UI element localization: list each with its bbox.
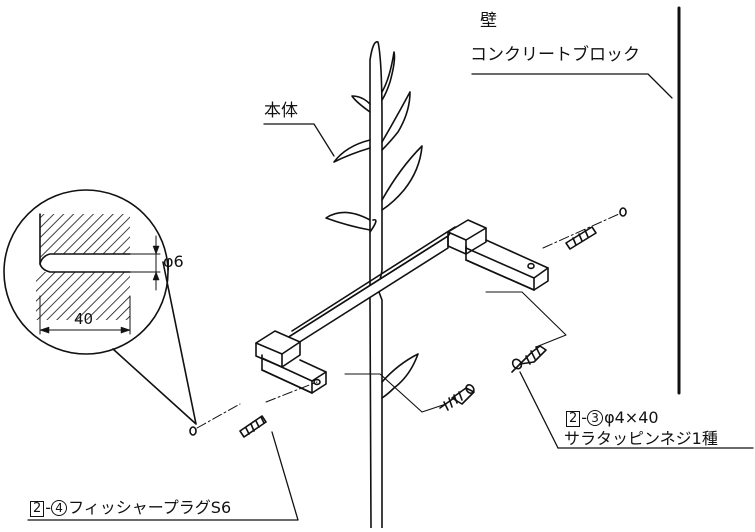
screw-type-label: サラタッピンネジ1種: [564, 429, 718, 448]
screw-part-box: 2: [566, 411, 581, 427]
plug-name: フィッシャープラグS6: [68, 498, 232, 517]
screw-size: φ4×40: [604, 408, 659, 427]
hole-depth-label: 40: [74, 310, 94, 328]
leader-lines: [27, 73, 754, 521]
plug-right: [565, 226, 597, 250]
hole-right: [619, 207, 627, 217]
guide-lines: [344, 291, 567, 413]
plug-part-circle: 4: [51, 500, 68, 516]
wall-material-label: コンクリートブロック: [470, 45, 640, 65]
hole-diameter-label: φ6: [163, 252, 184, 271]
plug-left: [239, 415, 267, 438]
screw-part-circle: 3: [587, 410, 604, 426]
bracket: [255, 219, 549, 394]
plug-part-box: 2: [30, 501, 45, 517]
body-label: 本体: [264, 101, 298, 121]
hole-left: [189, 426, 197, 436]
detail-callout: [3, 189, 197, 425]
wall-label: 壁: [480, 11, 497, 31]
center-lines: [196, 213, 620, 429]
screw-2: [511, 345, 547, 373]
screw-1: [439, 384, 475, 411]
